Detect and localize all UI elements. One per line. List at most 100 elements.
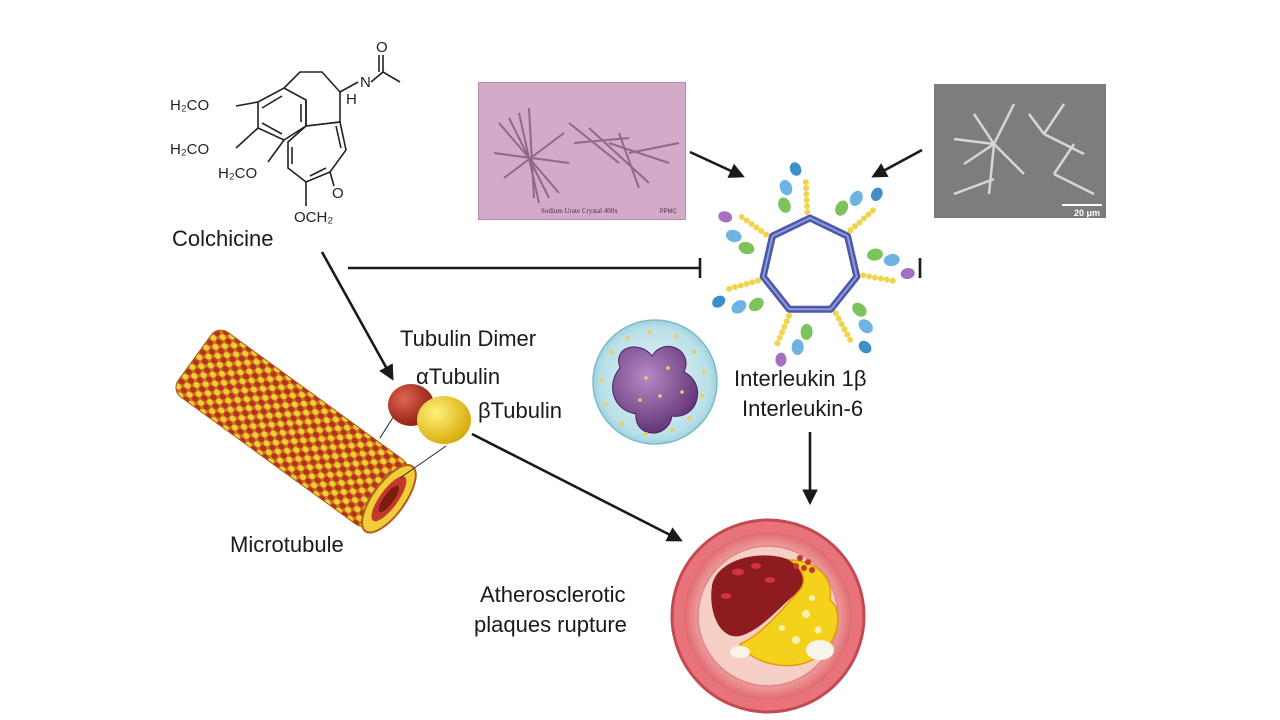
bead (871, 274, 878, 281)
protein-domain (867, 248, 883, 261)
tubulin-dimer-label: Tubulin Dimer (400, 326, 537, 351)
protein-domain (852, 302, 867, 317)
crystal-caption: Sodium Urate Crystal 400x (541, 207, 618, 215)
neutrophil-cell (592, 319, 718, 445)
bead (803, 185, 810, 192)
bead (726, 285, 733, 292)
acetyl-o-label: O (376, 39, 388, 56)
bead (847, 336, 854, 343)
microtubule-label: Microtubule (230, 532, 344, 557)
bead (743, 280, 750, 287)
bead (851, 223, 858, 230)
sem-crystal-photo: 20 μm (934, 84, 1106, 218)
bead (749, 279, 756, 286)
protein-domain (712, 295, 726, 308)
protein-domain (900, 267, 915, 280)
bead (779, 329, 786, 336)
connector-lines (320, 148, 923, 542)
protein-domain (849, 190, 863, 206)
cell-granules (599, 329, 706, 436)
colchicine-label: Colchicine (172, 226, 274, 251)
ketone-o-label: O (332, 185, 344, 202)
bead (748, 220, 755, 227)
bead (774, 340, 781, 347)
bead (877, 275, 884, 282)
bead (753, 224, 760, 231)
protein-domain (800, 323, 813, 340)
bead (731, 284, 738, 291)
beta-tubulin-subunit (417, 396, 471, 444)
bead (781, 323, 788, 330)
plaque-label-line2: plaques rupture (474, 612, 627, 637)
protein-domain (789, 162, 802, 176)
bead (865, 211, 872, 218)
bead (883, 276, 890, 283)
bead (786, 312, 793, 319)
protein-domain (791, 339, 804, 356)
protein-domain (778, 197, 791, 213)
sem-scale-bar-label: 20 μm (1073, 208, 1100, 218)
bead (802, 179, 809, 186)
crystal-needles (479, 83, 685, 219)
bead (841, 326, 848, 333)
interleukin-1-label: Interleukin 1β (734, 366, 867, 391)
protein-domain (738, 241, 755, 255)
methoxy-2-label: H₂CO (170, 141, 209, 158)
bead (738, 213, 745, 220)
bead (804, 203, 811, 210)
protein-domain (883, 253, 900, 267)
bead (743, 217, 750, 224)
bead (803, 197, 810, 204)
amide-h-label: H (346, 91, 357, 108)
bead (844, 331, 851, 338)
beta-tubulin-label: βTubulin (478, 398, 562, 423)
microtubule-illustration (175, 329, 447, 534)
sem-needles (934, 84, 1106, 218)
protein-domain (748, 297, 764, 312)
arrow-crystal-to-interleukin (689, 150, 745, 178)
alpha-tubulin-label: αTubulin (416, 364, 501, 389)
bead (832, 310, 839, 317)
arrow-tubulin-to-plaque (471, 432, 683, 542)
protein-domain (775, 352, 787, 367)
bead (889, 277, 896, 284)
bead (847, 227, 854, 234)
protein-domain (835, 200, 849, 216)
arrow-colchicine-to-tubulin (320, 251, 394, 381)
crystal-credit: PPMC (659, 209, 677, 215)
bead (803, 191, 810, 198)
bead (804, 209, 811, 216)
vessel-cross-section (670, 518, 866, 714)
bead (860, 272, 867, 279)
bead (856, 219, 863, 226)
methoxy-4-label: OCH₂ (294, 209, 333, 226)
tubulin-dimer (388, 384, 471, 444)
urate-crystal-photo: Sodium Urate Crystal 400x PPMC (478, 82, 686, 220)
bead (758, 227, 765, 234)
protein-domain (731, 300, 747, 314)
bead (763, 231, 770, 238)
protein-domain (858, 340, 872, 354)
plaque-label-line1: Atherosclerotic (480, 582, 626, 607)
protein-domain (870, 187, 883, 201)
bead (866, 273, 873, 280)
interleukin-6-label: Interleukin-6 (742, 396, 864, 421)
methoxy-3-label: H₂CO (218, 165, 257, 182)
bead (755, 277, 762, 284)
colchicine-structure (235, 55, 401, 206)
bead (776, 334, 783, 341)
bead (869, 207, 876, 214)
bead (835, 315, 842, 322)
bead (838, 320, 845, 327)
interleukin-complex (712, 162, 915, 367)
ring-core-highlight (762, 216, 858, 311)
protein-domain (718, 211, 733, 223)
arrow-sem-to-interleukin (871, 148, 923, 178)
protein-domain (779, 179, 793, 196)
amide-n-label: N (360, 74, 371, 91)
bead (783, 318, 790, 325)
protein-domain (725, 229, 742, 243)
bead (737, 282, 744, 289)
